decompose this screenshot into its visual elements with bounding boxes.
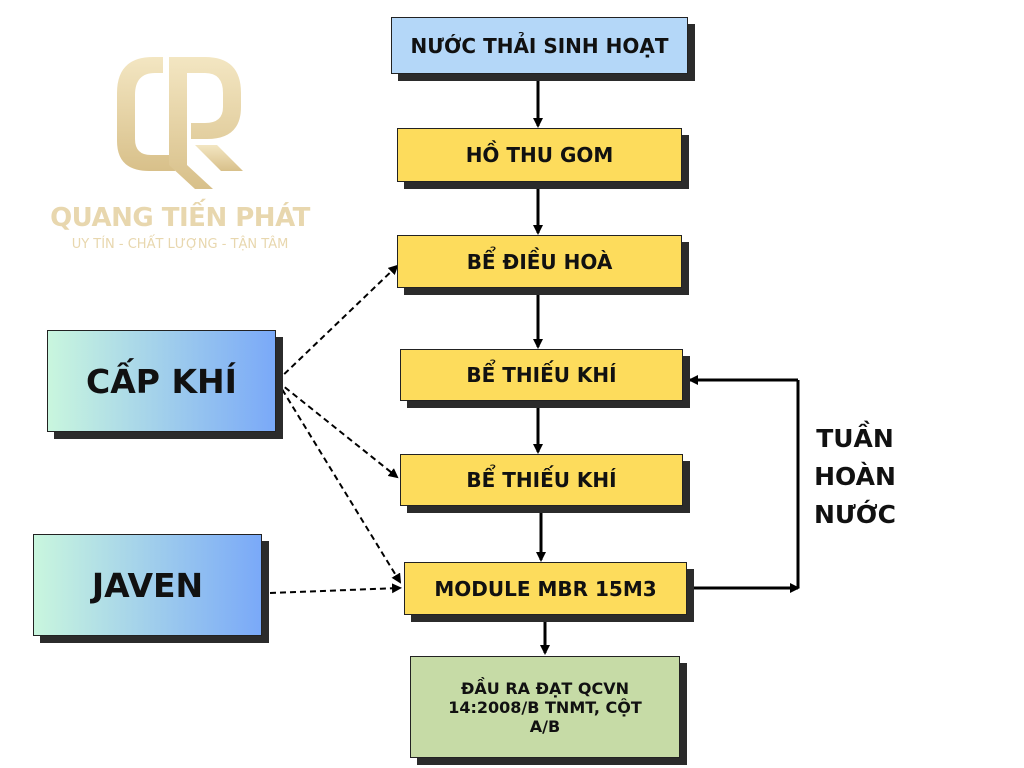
source-box: NƯỚC THẢI SINH HOẠT: [391, 17, 688, 74]
air-supply-box: CẤP KHÍ: [47, 330, 276, 432]
air-supply-label: CẤP KHÍ: [86, 361, 237, 401]
step4-box: BỂ THIẾU KHÍ: [400, 454, 683, 506]
air-to-step4: [276, 380, 399, 479]
company-logo: QUANG TIẾN PHÁT UY TÍN - CHẤT LƯỢNG - TẬ…: [45, 45, 315, 252]
step1-label: HỒ THU GOM: [465, 143, 614, 167]
step3-box: BỂ THIẾU KHÍ: [400, 349, 683, 401]
javen-label: JAVEN: [91, 565, 204, 605]
step3-label: BỂ THIẾU KHÍ: [466, 363, 617, 387]
recirculation-line2: HOÀN: [814, 462, 896, 491]
output-label: ĐẦU RA ĐẠT QCVN 14:2008/B TNMT, CỘT A/B: [448, 678, 642, 736]
recirculation-label: TUẦN HOÀN NƯỚC: [800, 420, 910, 534]
step1-box: HỒ THU GOM: [397, 128, 682, 182]
output-box: ĐẦU RA ĐẠT QCVN 14:2008/B TNMT, CỘT A/B: [410, 656, 680, 758]
source-label: NƯỚC THẢI SINH HOẠT: [410, 33, 669, 58]
step4-label: BỂ THIẾU KHÍ: [466, 468, 617, 492]
step5-label: MODULE MBR 15M3: [434, 576, 657, 601]
air-to-step5: [276, 380, 402, 584]
recirculation-line1: TUẦN: [816, 424, 894, 453]
javen-to-step5: [269, 583, 402, 594]
javen-box: JAVEN: [33, 534, 262, 636]
recirculation-line3: NƯỚC: [814, 500, 896, 529]
brand-slogan: UY TÍN - CHẤT LƯỢNG - TẬN TÂM: [71, 237, 289, 252]
step5-box: MODULE MBR 15M3: [404, 562, 687, 615]
step2-box: BỂ ĐIỀU HOÀ: [397, 235, 682, 288]
step2-label: BỂ ĐIỀU HOÀ: [466, 249, 613, 274]
qp-monogram-icon: [117, 57, 243, 189]
brand-name: QUANG TIẾN PHÁT: [50, 203, 310, 233]
air-to-step2: [276, 264, 399, 382]
